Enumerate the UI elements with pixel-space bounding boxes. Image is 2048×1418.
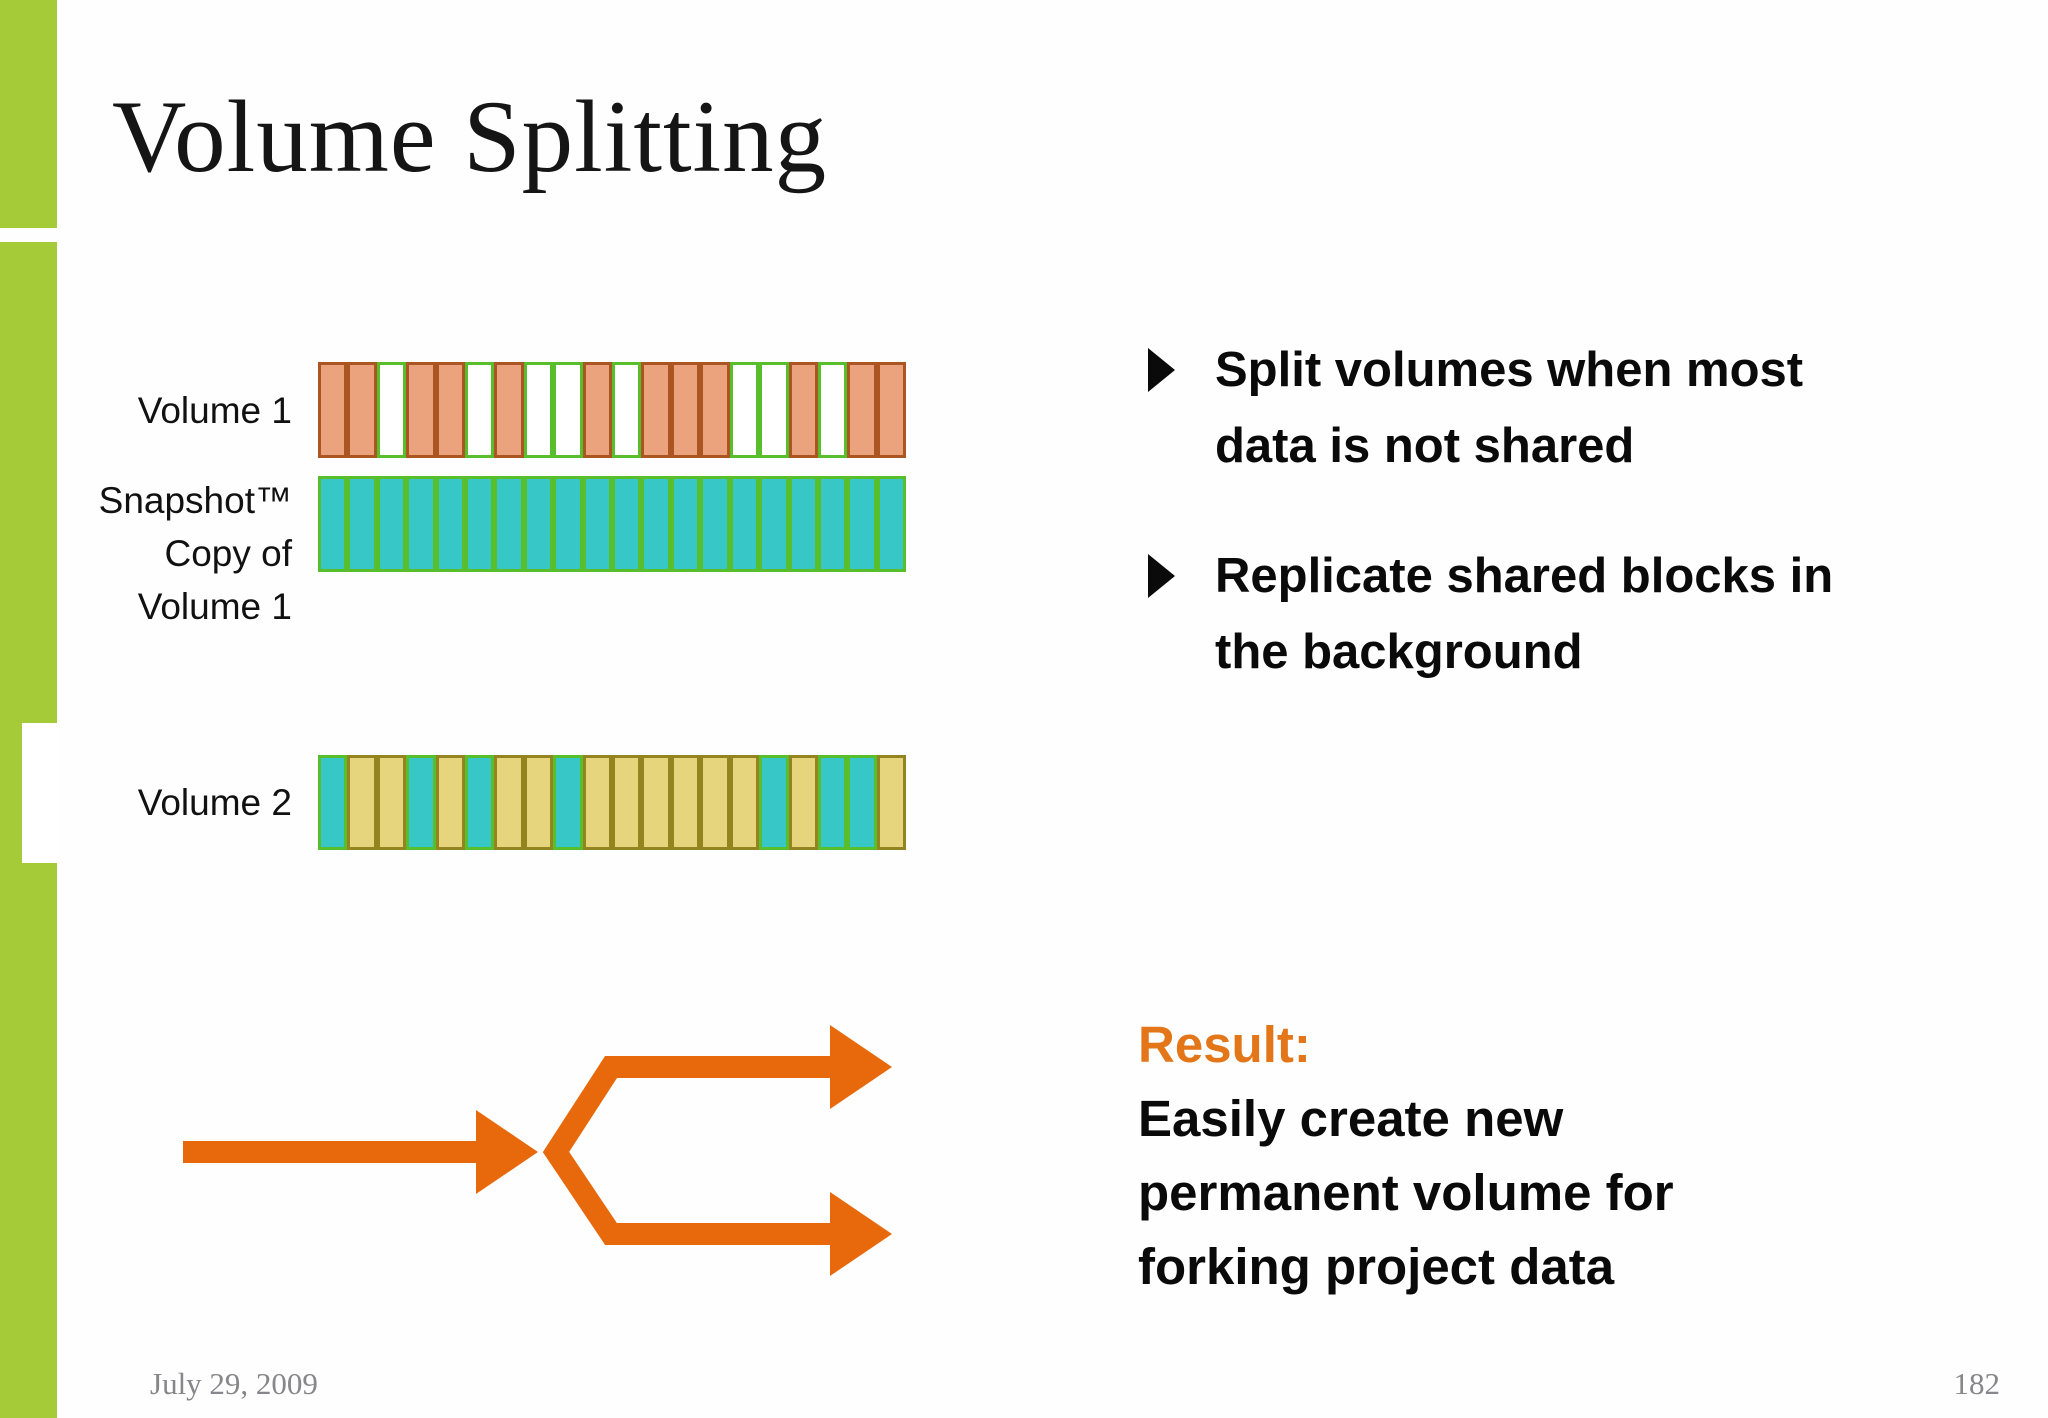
shared-block [318,755,348,850]
replicated-block [788,755,818,850]
triangle-bullet-icon [1148,554,1175,598]
data-block [318,362,348,458]
replicated-block [876,755,907,850]
triangle-bullet-icon [1148,348,1175,392]
empty-block [612,362,642,458]
text-line: Copy of [164,533,292,574]
bullet-text: Replicate shared blocks in the background [1215,538,1833,690]
shared-block [465,476,495,572]
shared-block [729,476,760,572]
text-line: Easily create new [1138,1090,1564,1147]
bullet-list: Split volumes when most data is not share… [1140,332,2030,690]
fork-branches [542,1056,830,1245]
text-line: Volume 1 [137,389,292,431]
replicated-block [670,755,701,850]
bullet-item: Replicate shared blocks in the background [1140,538,2030,690]
footer-date: July 29, 2009 [150,1366,318,1401]
shared-block [788,476,818,572]
sidebar-position-notch [22,723,57,863]
shared-block [406,476,436,572]
data-block [347,362,377,458]
empty-block [376,362,407,458]
text-line: Volume 2 [137,782,292,823]
text-line: Volume 1 [137,586,292,627]
replicated-block [641,755,671,850]
volume1-block-strip [318,362,907,458]
shared-block [406,755,436,850]
replicated-block [729,755,760,850]
data-block [582,362,613,458]
replicated-block [494,755,524,850]
volume2-label: Volume 2 [36,755,292,850]
lower-arrowhead [830,1192,892,1276]
shared-block [759,755,789,850]
shared-block [817,476,848,572]
incoming-arrowhead [476,1110,538,1194]
page-number: 182 [1953,1366,2001,1401]
upper-arrowhead [830,1025,892,1109]
shared-block [641,476,671,572]
data-block [670,362,701,458]
shared-block [759,476,789,572]
shared-block [318,476,348,572]
result-text: Easily create new permanent volume for for… [1138,1082,1898,1304]
shared-block [553,476,583,572]
shared-block [494,476,524,572]
shared-block [670,476,701,572]
text-line: forking project data [1138,1238,1615,1295]
shared-block [523,476,554,572]
replicated-block [347,755,377,850]
replicated-block [582,755,613,850]
shared-block [847,476,877,572]
replicated-block [376,755,407,850]
shared-block [612,476,642,572]
data-block [788,362,818,458]
volume2-block-strip [318,755,907,850]
text-line: permanent volume for [1138,1164,1674,1221]
shared-block [435,476,466,572]
slide-title: Volume Splitting [112,80,828,194]
data-block [700,362,730,458]
shared-block [465,755,495,850]
incoming-arrow-shaft [183,1141,476,1163]
replicated-block [612,755,642,850]
shared-block [347,476,377,572]
result-block: Result: Easily create new permanent volum… [1138,1008,1898,1304]
shared-block [700,476,730,572]
data-block [494,362,524,458]
shared-block [376,476,407,572]
empty-block [729,362,760,458]
bullet-text: Split volumes when most data is not share… [1215,332,1803,484]
snapshot-copy-label: Snapshot™ Copy of Volume 1 [36,462,292,654]
empty-block [523,362,554,458]
shared-block [847,755,877,850]
data-block [876,362,907,458]
data-block [435,362,466,458]
text-line: Replicate shared blocks in [1215,549,1834,603]
replicated-block [523,755,554,850]
data-block [406,362,436,458]
shared-block [876,476,907,572]
text-line: the background [1215,625,1583,679]
volume1-label: Volume 1 [36,362,292,458]
shared-block [553,755,583,850]
empty-block [817,362,848,458]
shared-block [817,755,848,850]
data-block [847,362,877,458]
replicated-block [435,755,466,850]
replicated-block [700,755,730,850]
empty-block [465,362,495,458]
empty-block [553,362,583,458]
text-line: data is not shared [1215,419,1635,473]
fork-arrow-graphic [183,1025,892,1276]
data-block [641,362,671,458]
text-line: Snapshot™ [98,480,292,521]
empty-block [759,362,789,458]
snapshot-copy-block-strip [318,476,907,572]
result-heading: Result: [1138,1016,1311,1073]
text-line: Split volumes when most [1215,343,1804,397]
shared-block [582,476,613,572]
bullet-item: Split volumes when most data is not share… [1140,332,2030,484]
sidebar-accent-top [0,0,57,228]
